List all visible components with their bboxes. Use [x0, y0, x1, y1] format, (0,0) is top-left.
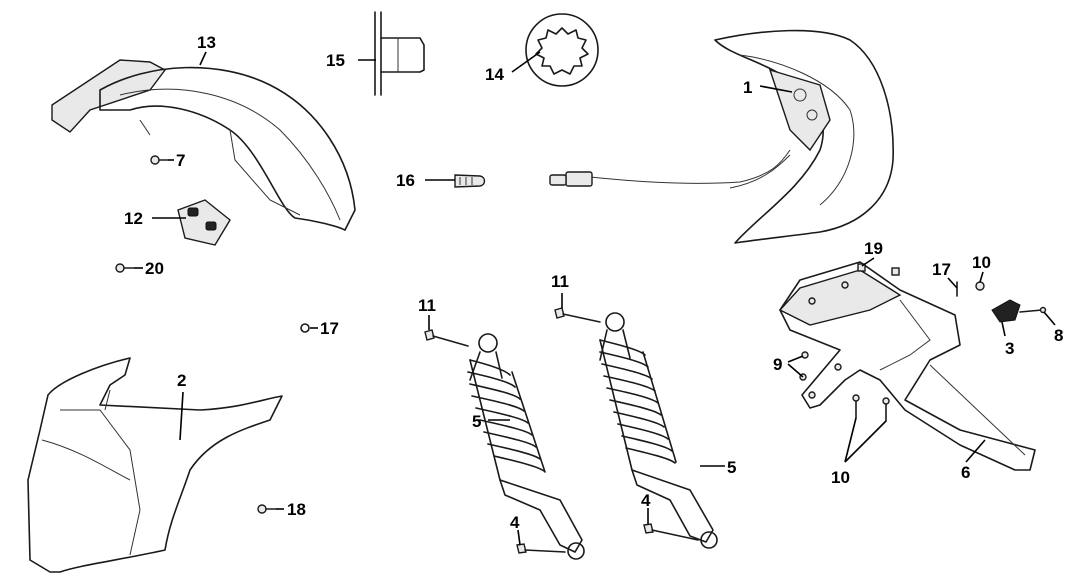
callout-8: 8 [1054, 326, 1063, 345]
callout-10-bottom: 10 [831, 468, 850, 487]
callout-19: 19 [864, 239, 883, 258]
callout-18: 18 [287, 500, 306, 519]
callout-11-right: 11 [551, 272, 569, 291]
bolt-11-right-part [554, 307, 601, 323]
callout-16: 16 [396, 171, 415, 190]
callout-1: 1 [743, 78, 752, 97]
reflector-part [991, 299, 1021, 323]
leader-lines [134, 51, 1056, 546]
bulb-part [454, 174, 486, 188]
callout-labels: 1 2 3 4 4 5 5 6 7 8 9 10 10 11 11 12 13 … [124, 33, 1063, 532]
rear-fender-part [51, 59, 356, 231]
callout-17-left: 17 [320, 319, 339, 338]
clip-plate-part [177, 199, 231, 246]
screw-20-part [115, 263, 135, 273]
callout-10-top: 10 [972, 253, 991, 272]
callout-2: 2 [177, 371, 186, 390]
screws-10-bottom-part [852, 394, 890, 422]
bolt-11-left-part [424, 329, 469, 347]
shock-absorber-left-part [467, 333, 585, 560]
callout-7: 7 [176, 151, 185, 170]
callout-9: 9 [773, 355, 782, 374]
nut-10-top-part [975, 281, 985, 291]
bracket-part [374, 11, 425, 96]
taillight-part [549, 29, 894, 244]
callout-11-left: 11 [418, 296, 436, 315]
callout-13: 13 [197, 33, 216, 52]
screw-8-part [1019, 306, 1047, 314]
callout-12: 12 [124, 209, 143, 228]
callout-14: 14 [485, 65, 504, 84]
shock-absorber-right-part [599, 312, 718, 549]
callout-4-left: 4 [510, 513, 520, 532]
side-cover-part [27, 357, 283, 573]
screw-7-part [150, 155, 169, 165]
callout-5-left: 5 [472, 412, 481, 431]
rear-bracket-part [778, 261, 1036, 471]
callout-20: 20 [145, 259, 164, 278]
callout-6: 6 [961, 463, 970, 482]
callout-3: 3 [1005, 339, 1014, 358]
bolt-4-left-part [516, 543, 566, 554]
clips-19-part [857, 263, 900, 276]
lock-washer-part [525, 13, 599, 87]
screw-18-part [257, 504, 277, 514]
callout-15: 15 [326, 51, 345, 70]
bolt-4-right-part [643, 523, 699, 541]
callout-4-right: 4 [641, 491, 651, 510]
washer-17-part [300, 323, 310, 333]
callout-5-right: 5 [727, 458, 736, 477]
callout-17-right: 17 [932, 260, 951, 279]
